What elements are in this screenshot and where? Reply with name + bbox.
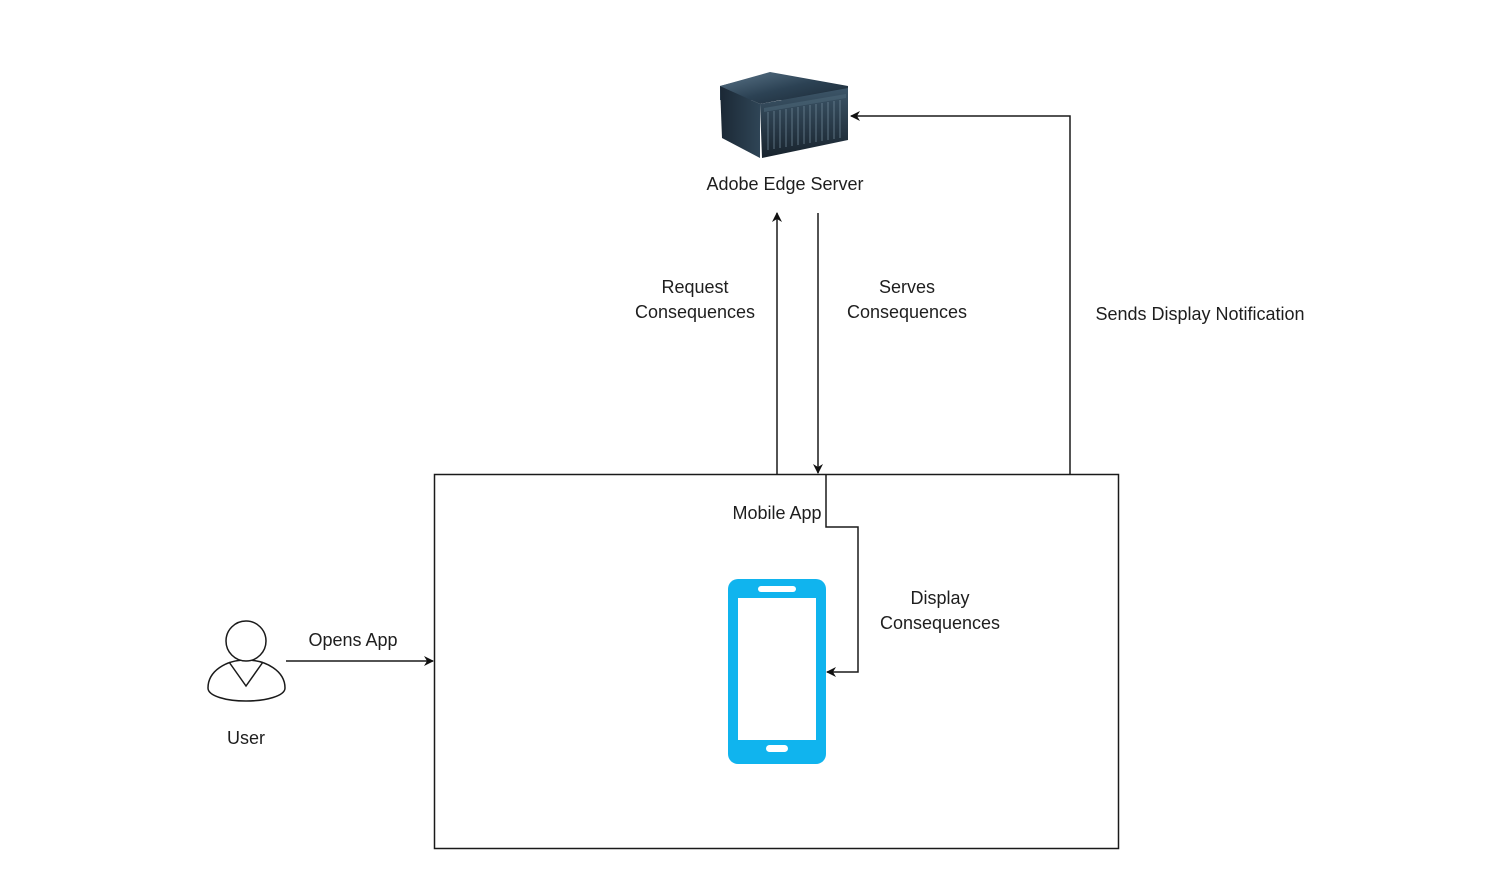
request-label-line2: Consequences (634, 302, 756, 322)
display-consequences-label: Display Consequences (860, 586, 1020, 636)
mobile-app-container[interactable] (433, 473, 1120, 850)
server-label: Adobe Edge Server (706, 174, 864, 194)
opens-app-label: Opens App (308, 630, 398, 650)
user-label: User (226, 728, 265, 748)
sends-display-notification-label: Sends Display Notification (1095, 304, 1305, 324)
display-label-line2: Consequences (879, 613, 1001, 633)
server-icon[interactable] (720, 72, 848, 158)
mobile-app-label: Mobile App (732, 503, 822, 523)
request-consequences-label: Request Consequences (615, 275, 775, 325)
serves-consequences-label: Serves Consequences (827, 275, 987, 325)
request-label-line1: Request (661, 277, 729, 297)
serves-label-line2: Consequences (846, 302, 968, 322)
serves-label-line1: Serves (878, 277, 936, 297)
edge-sends-display-notification[interactable] (850, 111, 1071, 474)
edge-display-consequences[interactable] (825, 475, 859, 677)
display-label-line1: Display (910, 588, 970, 608)
smartphone-icon[interactable] (728, 579, 826, 764)
user-icon[interactable] (207, 620, 286, 702)
